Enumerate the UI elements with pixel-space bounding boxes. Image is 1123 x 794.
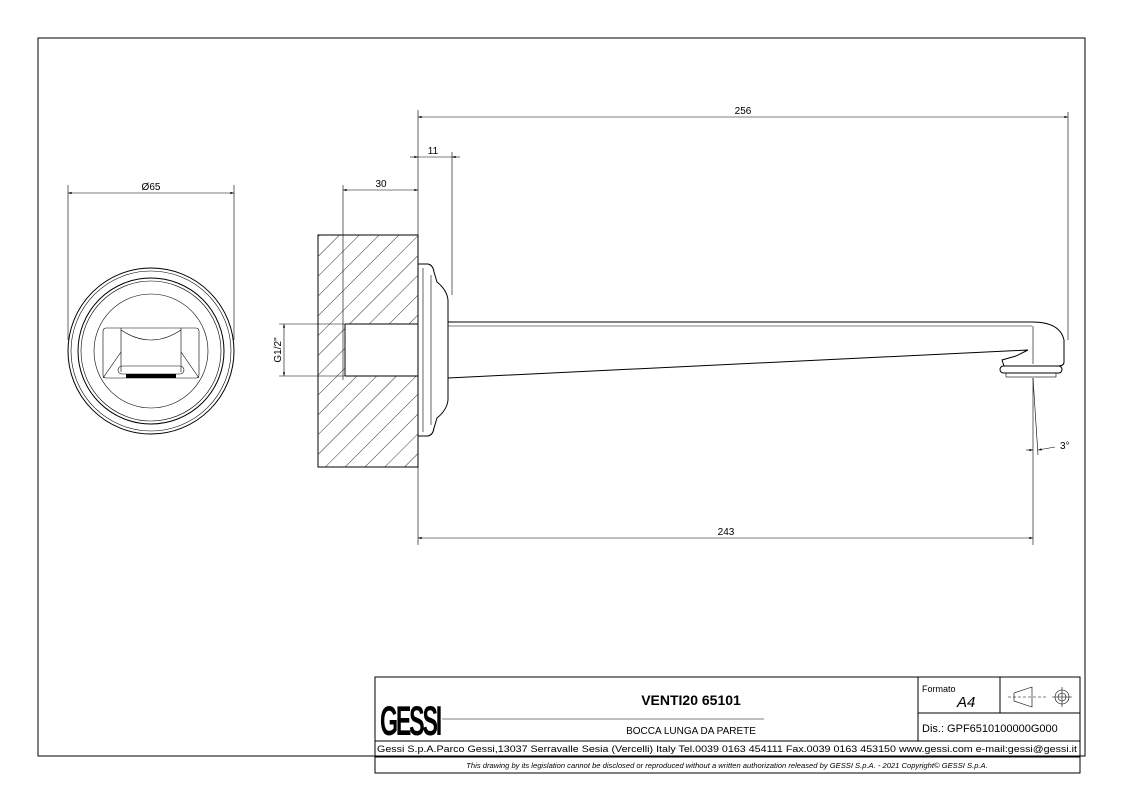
- format-value: A4: [956, 694, 975, 711]
- side-view: 256 11 30 G1/2" 3° 243: [273, 106, 1070, 545]
- format-label: Formato: [922, 684, 956, 694]
- disclaimer: This drawing by its legislation cannot b…: [466, 761, 987, 770]
- front-view: Ø65: [67, 182, 235, 435]
- dimension-thread: G1/2": [273, 337, 284, 363]
- title-block: GESSI VENTI20 65101 BOCCA LUNGA DA PARET…: [374, 676, 1081, 774]
- projection-symbol-icon: [1008, 686, 1072, 708]
- gessi-logo: GESSI: [380, 697, 445, 744]
- drawing-number: Dis.: GPF6510100000G000: [922, 723, 1058, 735]
- dimension-overall-length: 256: [735, 106, 752, 117]
- product-code: VENTI20 65101: [641, 692, 741, 708]
- product-description: BOCCA LUNGA DA PARETE: [626, 726, 756, 737]
- company-info: Gessi S.p.A.Parco Gessi,13037 Serravalle…: [377, 744, 1077, 755]
- dimension-outlet-distance: 243: [718, 527, 735, 538]
- drawing-border: [37, 37, 1086, 757]
- svg-text:GESSI: GESSI: [380, 697, 441, 744]
- dimension-wall-depth: 30: [375, 179, 387, 190]
- dimension-angle: 3°: [1060, 441, 1070, 452]
- dimension-diameter: Ø65: [142, 182, 161, 193]
- dimension-flange-depth: 11: [428, 146, 439, 157]
